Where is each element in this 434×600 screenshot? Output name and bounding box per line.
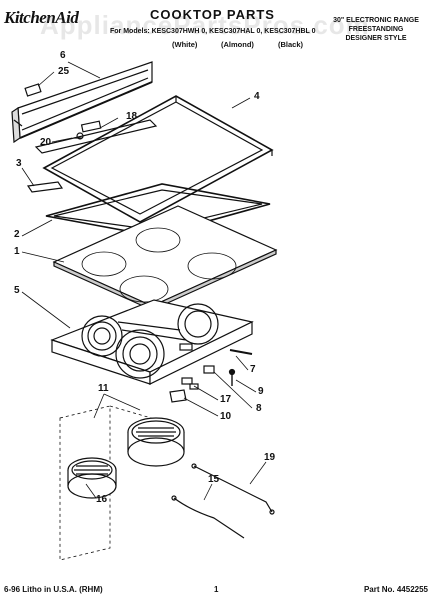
leader-lines [21, 61, 267, 501]
part-burner-box [50, 299, 254, 385]
callout-25: 25 [58, 66, 70, 77]
callout-20: 20 [40, 137, 52, 148]
callout-19: 19 [264, 452, 276, 463]
callout-11: 11 [98, 383, 109, 394]
callout-5: 5 [14, 285, 20, 296]
callout-17: 17 [220, 394, 232, 405]
model-line: For Models: KESC307HWH 0, KESC307HAL 0, … [110, 28, 316, 35]
color-black: (Black) [278, 40, 304, 49]
part-wire-harness [171, 463, 275, 539]
page-number: 1 [214, 585, 219, 594]
callout-15: 15 [208, 474, 220, 485]
range-type: 30" ELECTRONIC RANGE FREESTANDING DESIGN… [322, 16, 430, 43]
brand-logo: KitchenAid [4, 8, 79, 27]
callout-4: 4 [254, 91, 260, 102]
part-frame-top [42, 95, 274, 223]
part-element-assembly [59, 405, 185, 561]
section-title: COOKTOP PARTS [150, 7, 275, 22]
callout-1: 1 [14, 246, 20, 257]
callout-8: 8 [256, 403, 262, 414]
range-type-line: DESIGNER STYLE [345, 35, 407, 42]
range-type-line: 30" ELECTRONIC RANGE [333, 17, 419, 24]
part-trim-insert [34, 119, 158, 154]
callout-9: 9 [258, 386, 264, 397]
color-white: (White) [172, 40, 198, 49]
callout-6: 6 [60, 50, 66, 61]
callout-10: 10 [220, 411, 232, 422]
part-number: Part No. 4452255 [363, 585, 428, 594]
print-line: 6-96 Litho in U.S.A. (RHM) [4, 585, 103, 594]
callout-7: 7 [250, 364, 256, 375]
callout-2: 2 [14, 229, 20, 240]
color-almond: (Almond) [221, 40, 254, 49]
callout-3: 3 [16, 158, 22, 169]
callout-16: 16 [96, 494, 108, 505]
part-gasket [45, 183, 271, 237]
callout-18: 18 [126, 111, 138, 122]
part-hardware [169, 349, 253, 403]
range-type-line: FREESTANDING [348, 26, 404, 33]
part-control-panel [11, 61, 153, 144]
part-side-trim [26, 181, 64, 193]
part-glass-cooktop [52, 205, 278, 311]
watermark: AppliancePartsPros.com [40, 10, 370, 40]
